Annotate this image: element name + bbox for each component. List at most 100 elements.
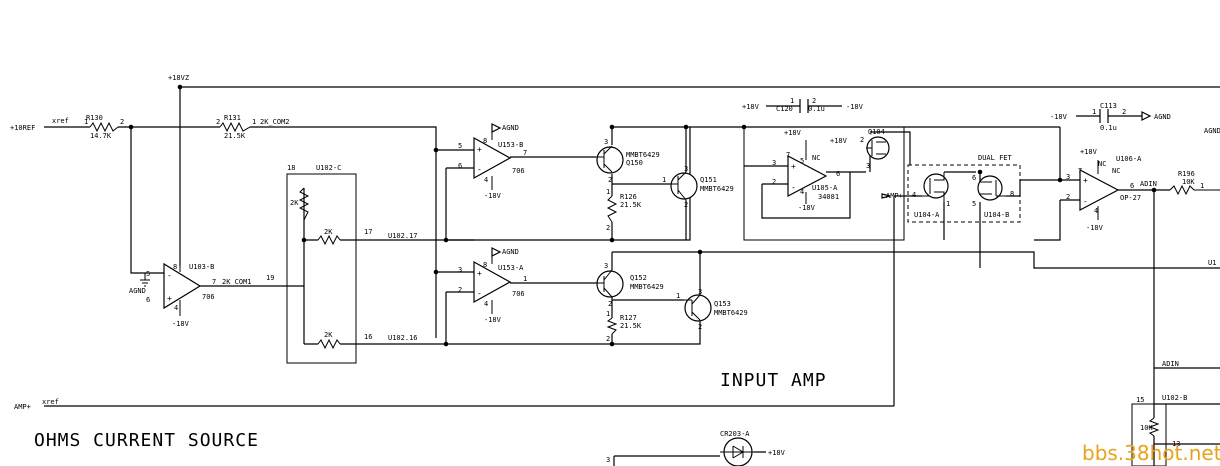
- r131-resistor: [219, 121, 251, 133]
- svg-text:1: 1: [84, 118, 88, 126]
- r127-ref: R127: [620, 314, 637, 322]
- ohms-current-source-title: OHMS CURRENT SOURCE: [34, 430, 259, 451]
- svg-text:2: 2: [772, 178, 776, 186]
- svg-text:3: 3: [1066, 173, 1070, 181]
- capacitors: [799, 99, 1109, 123]
- svg-text:NC: NC: [1098, 160, 1106, 168]
- q151-transistor: [670, 172, 698, 200]
- svg-text:4: 4: [1094, 207, 1098, 215]
- svg-text:1: 1: [946, 200, 950, 208]
- resistors: [89, 121, 1220, 437]
- agnd-arrow-u153b: [491, 123, 502, 133]
- svg-text:2: 2: [458, 286, 462, 294]
- svg-text:+: +: [791, 162, 796, 171]
- svg-text:-18V: -18V: [1086, 224, 1104, 232]
- junction-dots: [128, 84, 1157, 347]
- svg-text:15: 15: [1136, 396, 1144, 404]
- u102c-ref: U102-C: [316, 164, 341, 172]
- svg-text:3: 3: [606, 456, 610, 464]
- svg-text:5: 5: [972, 200, 976, 208]
- svg-text:-18V: -18V: [484, 192, 502, 200]
- wire-dual-fet: [893, 171, 1060, 406]
- u153a-opamp: [473, 260, 512, 304]
- svg-text:2: 2: [1122, 108, 1126, 116]
- symbols: [140, 111, 1152, 466]
- u102c-box: [286, 173, 357, 364]
- svg-text:+18V: +18V: [784, 129, 802, 137]
- watermark: bbs.38hot.net: [1082, 441, 1220, 465]
- wire-17: [446, 167, 618, 241]
- c113-capacitor: [1099, 109, 1109, 123]
- svg-text:7: 7: [523, 149, 527, 157]
- agnd-u103-symbol: [140, 273, 150, 287]
- svg-text:3: 3: [604, 138, 608, 146]
- wire-u105: [744, 148, 871, 219]
- u103b-ref: U103-B: [189, 263, 214, 271]
- svg-text:1: 1: [606, 188, 610, 196]
- agnd-arrow-c113: [1141, 111, 1152, 121]
- u105a-opamp: [787, 155, 828, 197]
- svg-text:13: 13: [1172, 440, 1180, 448]
- svg-text:2: 2: [860, 136, 864, 144]
- svg-text:+18V: +18V: [742, 103, 760, 111]
- svg-text:706: 706: [512, 167, 525, 175]
- svg-text:-18V: -18V: [172, 320, 190, 328]
- svg-text:4: 4: [484, 176, 488, 184]
- net-u102-16: U102.16: [388, 334, 418, 342]
- svg-text:+18V: +18V: [768, 449, 786, 457]
- svg-text:21.5K: 21.5K: [620, 322, 642, 330]
- svg-text:4: 4: [484, 300, 488, 308]
- svg-text:NC: NC: [812, 154, 820, 162]
- u106a-ref: U106-A: [1116, 155, 1142, 163]
- u103b-opamp: [163, 262, 202, 310]
- transistors: [596, 136, 1006, 322]
- wires: [44, 86, 1220, 466]
- wire-u153b-fb: [445, 168, 474, 241]
- svg-text:1: 1: [790, 97, 794, 105]
- svg-text:-: -: [167, 271, 172, 280]
- svg-text:2: 2: [606, 335, 610, 343]
- svg-text:1: 1: [676, 292, 680, 300]
- svg-text:5: 5: [458, 142, 462, 150]
- net-adin-2: ADIN: [1162, 360, 1179, 368]
- svg-text:4: 4: [912, 191, 916, 199]
- q152-transistor: [596, 270, 624, 298]
- opamps: -+ +- +- +- +-: [163, 136, 1120, 310]
- svg-text:6: 6: [1130, 182, 1134, 190]
- r10k-resistor: [1148, 417, 1160, 437]
- svg-text:17: 17: [364, 228, 372, 236]
- r131-val: 21.5K: [224, 132, 246, 140]
- u104b-ref: U104-B: [984, 211, 1009, 219]
- svg-text:2: 2: [684, 201, 688, 209]
- net-18vz: +18VZ: [168, 74, 189, 82]
- svg-text:-: -: [477, 165, 482, 174]
- svg-text:18: 18: [287, 164, 295, 172]
- net-2k-com1: 2K_COM1: [222, 278, 252, 286]
- wire-u106-in: [1034, 127, 1080, 241]
- net-2k-com2: 2K_COM2: [260, 118, 290, 126]
- svg-text:0.1u: 0.1u: [1100, 124, 1117, 132]
- svg-text:NC: NC: [1112, 167, 1120, 175]
- r130-resistor: [89, 121, 119, 133]
- svg-text:1: 1: [606, 310, 610, 318]
- q153-ref: Q153: [714, 300, 731, 308]
- opamp-power-stubs: [179, 128, 1099, 316]
- rail-18vz: [179, 86, 1220, 266]
- svg-text:3: 3: [698, 288, 702, 296]
- svg-text:0.1u: 0.1u: [808, 105, 825, 113]
- svg-text:2: 2: [812, 97, 816, 105]
- wire-ref-line: [44, 126, 437, 338]
- svg-text:2K: 2K: [324, 228, 333, 236]
- wire-q152: [611, 251, 1220, 345]
- wire-u153-inputs: [436, 149, 474, 273]
- svg-text:2: 2: [608, 300, 612, 308]
- u104a-ref: U104-A: [914, 211, 940, 219]
- svg-text:3: 3: [684, 165, 688, 173]
- net-amp-plus: AMP+: [14, 403, 31, 411]
- svg-text:+: +: [477, 269, 482, 278]
- svg-text:2K: 2K: [290, 199, 299, 207]
- svg-text:1: 1: [662, 176, 666, 184]
- net-u102-17: U102.17: [388, 232, 418, 240]
- r196-ref: R196: [1178, 170, 1195, 178]
